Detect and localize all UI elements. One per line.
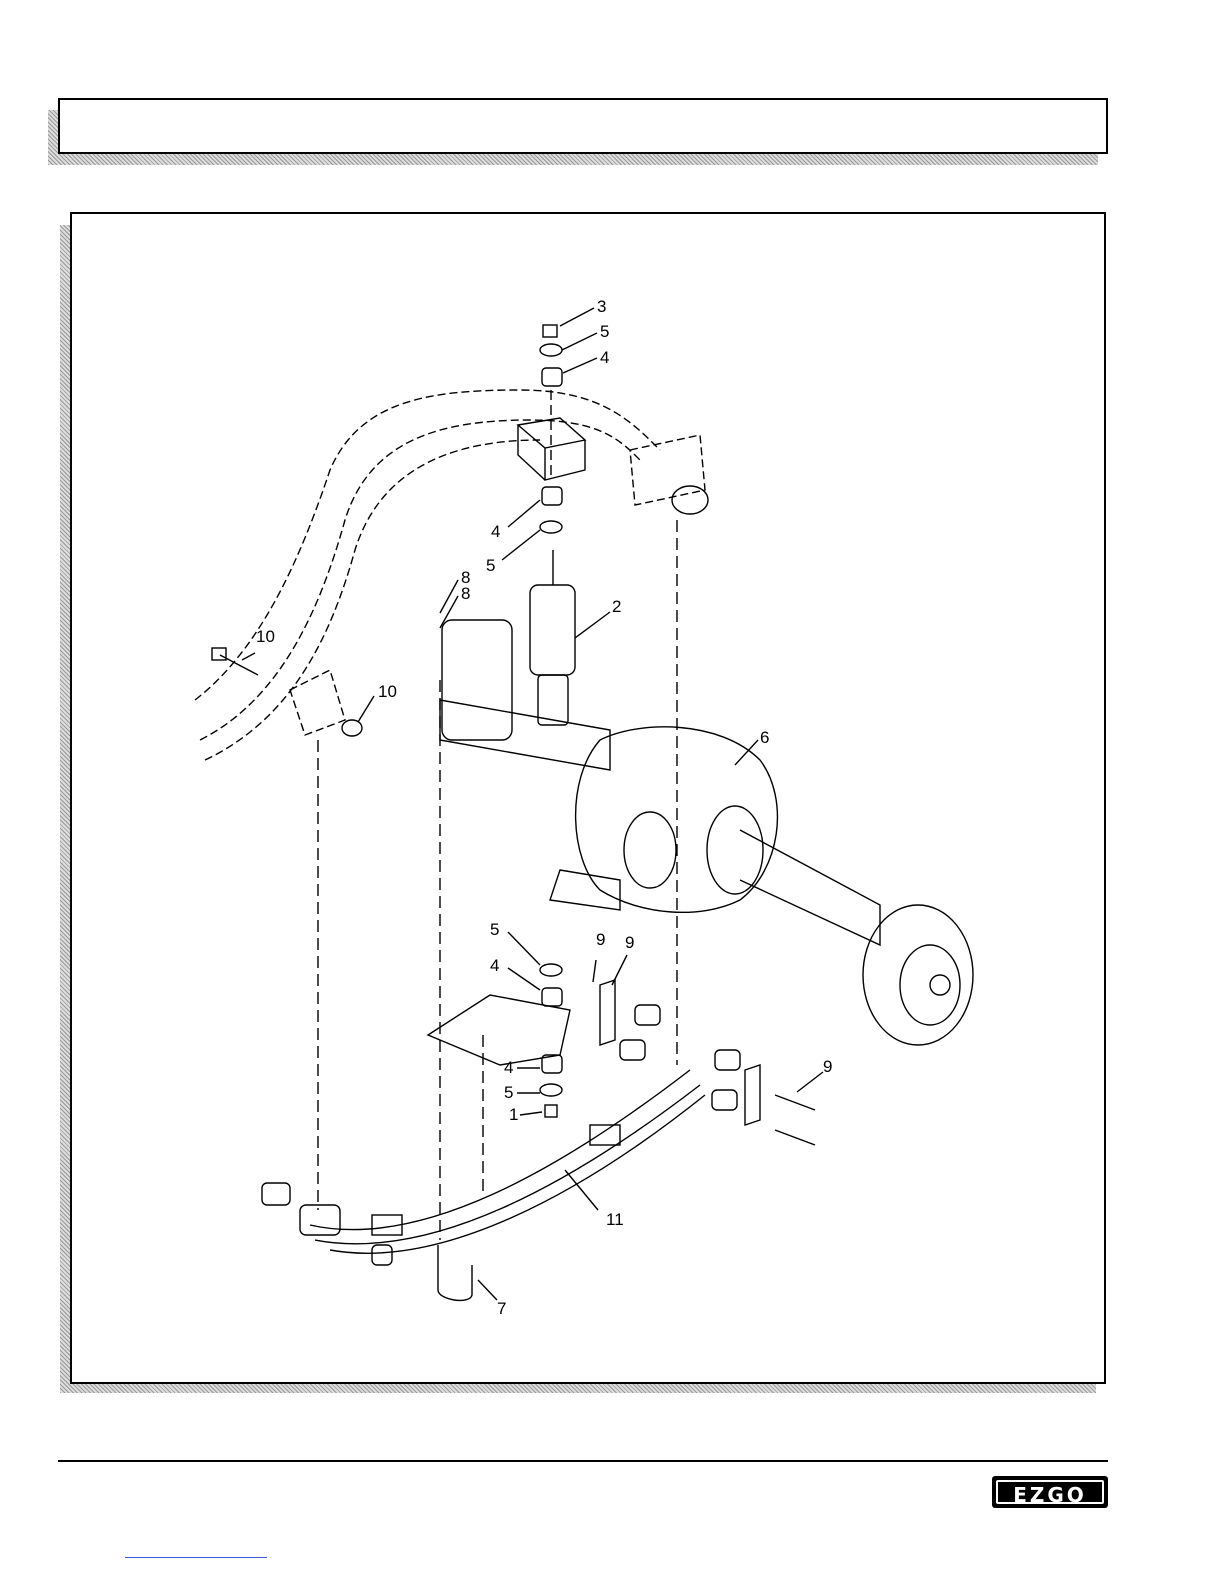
alignment-lines [318,520,677,1240]
frame-rail [195,390,705,760]
callout-9: 9 [625,933,634,952]
callout-4: 4 [491,522,500,541]
callout-7: 7 [497,1299,506,1318]
frame-bushing [672,486,708,514]
callout-4: 4 [504,1058,513,1077]
callout-10: 10 [378,682,397,701]
callout-11: 11 [606,1210,624,1229]
rear-axle-differential [440,620,880,945]
brake-drum [863,905,973,1045]
footer-rule [58,1460,1108,1462]
bottom-link-underline[interactable] [125,1557,267,1558]
callout-4: 4 [490,956,499,975]
callout-8: 8 [461,584,470,603]
u-bolt [438,1245,472,1300]
callout-5: 5 [600,322,609,341]
ezgo-logo: EZGO [992,1476,1108,1508]
callout-2: 2 [612,597,621,616]
spring-plate [428,964,570,1117]
callout-4: 4 [600,348,609,367]
shock-absorber [530,550,575,725]
leader-lines [242,308,823,1300]
callout-3: 3 [597,297,606,316]
upper-hardware-stack [540,325,562,533]
callout-10: 10 [256,627,275,646]
callout-6: 6 [760,728,769,747]
callout-9: 9 [823,1057,832,1076]
callout-5: 5 [486,556,495,575]
callout-5: 5 [490,920,499,939]
callout-9: 9 [596,930,605,949]
callout-numbers: 3 5 4 4 5 8 8 2 10 10 6 5 9 9 4 4 5 1 9 … [256,297,832,1318]
spring-shackle [600,980,815,1145]
callout-1: 1 [509,1105,518,1124]
callout-5: 5 [504,1083,513,1102]
